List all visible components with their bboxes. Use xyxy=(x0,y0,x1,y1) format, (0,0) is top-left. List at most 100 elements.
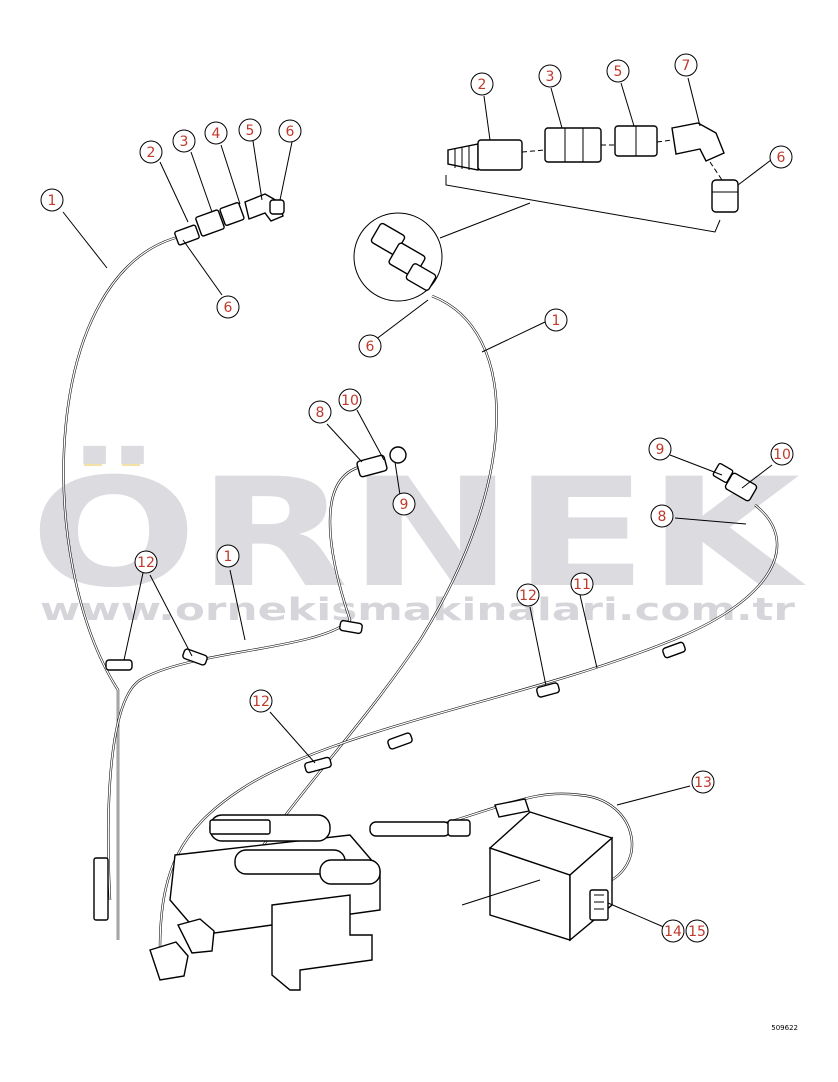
circle-ferrule xyxy=(405,263,437,291)
svg-text:6: 6 xyxy=(286,124,295,140)
hoses xyxy=(62,234,779,951)
svg-text:3: 3 xyxy=(180,134,189,150)
leader-2b xyxy=(483,95,491,141)
spool-c xyxy=(319,859,381,885)
callout: 12 xyxy=(249,689,273,713)
detail-circle xyxy=(353,212,443,302)
leader-6d xyxy=(374,299,429,341)
svg-text:10: 10 xyxy=(773,447,791,463)
valve-assembly xyxy=(93,798,530,991)
detail-axis xyxy=(521,149,546,153)
callout: 13 xyxy=(691,770,715,794)
svg-text:9: 9 xyxy=(656,442,665,458)
leader-13 xyxy=(616,785,691,806)
callout: 11 xyxy=(570,572,594,596)
exploded-detail xyxy=(439,122,739,239)
detail-magnifier-ring xyxy=(353,212,443,302)
svg-text:8: 8 xyxy=(316,405,325,421)
watermark-website: www.ornekismakinalari.com.tr xyxy=(40,592,796,628)
leader-1c xyxy=(229,569,246,641)
svg-text:2: 2 xyxy=(478,77,487,93)
svg-text:5: 5 xyxy=(246,123,255,139)
detail-axis xyxy=(709,161,723,181)
detail-bracket-leader xyxy=(439,202,531,239)
detail-bracket xyxy=(445,175,721,233)
callout: 8 xyxy=(650,504,674,528)
callout: 15 xyxy=(685,919,709,943)
leader-14 xyxy=(607,902,667,929)
leader-lines xyxy=(62,77,773,929)
clamp xyxy=(536,682,560,698)
hose-left-inner xyxy=(63,235,183,940)
svg-text:3: 3 xyxy=(546,69,555,85)
reference-code: 509622 xyxy=(771,1024,798,1032)
mount-bracket xyxy=(271,894,373,991)
fitting-hose-end xyxy=(174,224,200,246)
watermark-accent-right xyxy=(122,452,140,466)
clamp xyxy=(662,641,686,659)
watermark: ÖRNEK www.ornekismakinalari.com.tr xyxy=(30,445,806,628)
svg-text:10: 10 xyxy=(341,393,359,409)
elbow-side xyxy=(176,918,215,954)
clamp xyxy=(304,756,332,774)
right-fitting-nut xyxy=(712,462,734,484)
callout: 9 xyxy=(648,437,672,461)
svg-text:1: 1 xyxy=(552,313,561,329)
pipe-bracket xyxy=(494,798,530,818)
pipe-right xyxy=(369,821,451,837)
svg-text:2: 2 xyxy=(147,145,156,161)
callout: 10 xyxy=(770,442,794,466)
svg-text:7: 7 xyxy=(682,58,691,74)
hose-right-inner xyxy=(159,504,778,951)
svg-text:1: 1 xyxy=(224,549,233,565)
mid-fitting xyxy=(356,454,388,478)
mid-fitting-ring xyxy=(389,446,407,464)
leader-4a xyxy=(220,144,241,205)
fitting-nut xyxy=(195,209,225,237)
callout: 3 xyxy=(538,64,562,88)
detail-elbow xyxy=(671,122,725,162)
hose-middle-inner xyxy=(107,464,371,901)
elbow-lower xyxy=(149,941,189,981)
middle-fittings xyxy=(356,446,758,502)
svg-text:6: 6 xyxy=(777,150,786,166)
leader-12c xyxy=(529,606,547,687)
leader-2a xyxy=(159,161,189,223)
side-bracket xyxy=(93,857,109,921)
callout: 5 xyxy=(606,59,630,83)
top-plate xyxy=(209,819,271,835)
svg-text:12: 12 xyxy=(252,694,270,710)
callout: 1 xyxy=(40,188,64,212)
callout: 9 xyxy=(392,492,416,516)
svg-text:6: 6 xyxy=(224,300,233,316)
svg-text:6: 6 xyxy=(366,339,375,355)
solenoid-box xyxy=(461,811,614,942)
leader-8b xyxy=(674,517,747,525)
leader-5a xyxy=(252,140,263,201)
callout: 5 xyxy=(238,118,262,142)
hose-center-inner xyxy=(239,295,498,881)
leader-12b xyxy=(149,574,193,657)
pipe-fitting xyxy=(447,819,471,837)
svg-text:12: 12 xyxy=(519,588,537,604)
leader-11 xyxy=(579,594,598,669)
leader-6a xyxy=(279,141,293,201)
callout: 1 xyxy=(544,308,568,332)
leader-3a xyxy=(190,151,213,213)
svg-text:14: 14 xyxy=(664,924,682,940)
fitting-assembly-left xyxy=(174,193,285,246)
callout-bubbles: 1 2 3 4 5 6 6 2 3 5 7 6 6 1 8 10 9 9 10 … xyxy=(40,53,794,943)
leader-7 xyxy=(687,77,701,127)
leader-10a xyxy=(356,409,385,461)
leader-9b xyxy=(669,454,723,476)
svg-text:11: 11 xyxy=(573,577,591,593)
svg-text:9: 9 xyxy=(400,497,409,513)
callout: 6 xyxy=(358,334,382,358)
box-shaft xyxy=(461,879,541,906)
callout: 3 xyxy=(172,129,196,153)
detail-hose-barb xyxy=(447,143,479,171)
clamp xyxy=(182,648,208,666)
leader-3b xyxy=(550,87,563,129)
callout: 12 xyxy=(134,550,158,574)
